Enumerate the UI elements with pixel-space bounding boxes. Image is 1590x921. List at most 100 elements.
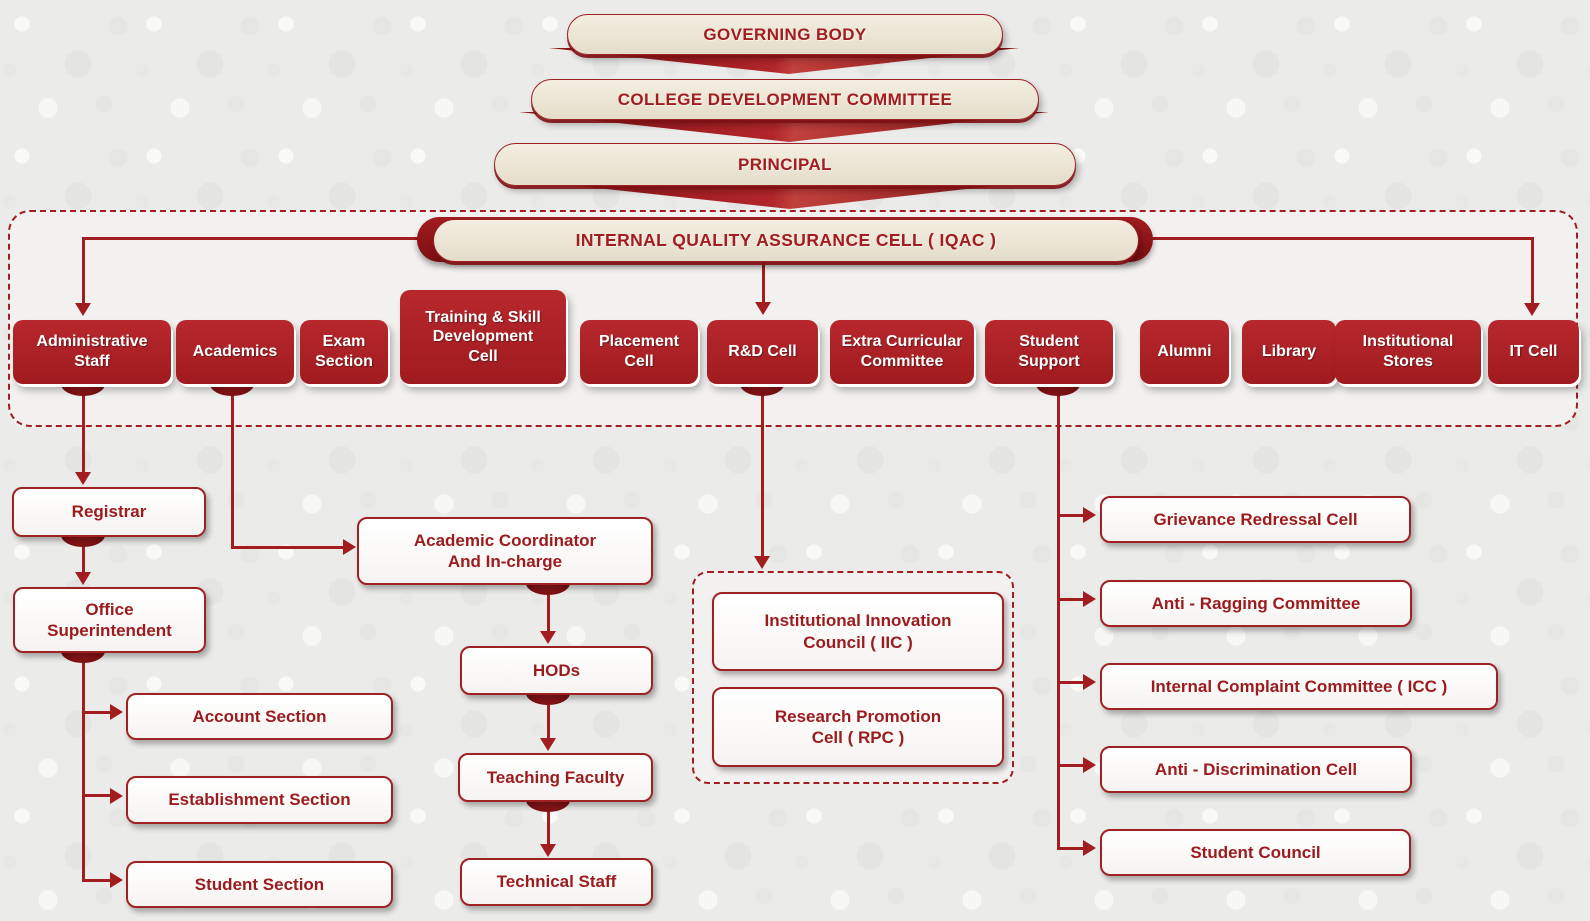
node-institutional-stores: Institutional Stores [1335, 320, 1481, 384]
node-label: Placement Cell [598, 333, 680, 370]
node-label: Technical Staff [496, 872, 617, 892]
connector-coordinator-hods [547, 595, 550, 631]
node-placement-cell: Placement Cell [580, 320, 698, 384]
connector-student-support-drop [1057, 378, 1060, 849]
node-label: Establishment Section [168, 790, 351, 810]
arrowhead-right [1083, 674, 1096, 690]
arrowhead-down [540, 738, 556, 751]
node-rpc: Research Promotion Cell ( RPC ) [712, 687, 1004, 767]
arrowhead-down [754, 556, 770, 569]
node-rd-cell: R&D Cell [707, 320, 818, 384]
arrowhead-down [755, 302, 771, 315]
node-label: GOVERNING BODY [703, 24, 867, 44]
node-library: Library [1242, 320, 1336, 384]
node-principal: PRINCIPAL [494, 143, 1076, 186]
node-it-cell: IT Cell [1488, 320, 1579, 384]
node-label: Anti - Discrimination Cell [1154, 759, 1358, 779]
node-iqac: INTERNAL QUALITY ASSURANCE CELL ( IQAC ) [433, 219, 1139, 262]
arrowhead-down [75, 303, 91, 316]
node-exam-section: Exam Section [300, 320, 388, 384]
connector-teaching-technical [547, 812, 550, 845]
connector-admin-registrar [82, 378, 85, 473]
node-internal-complaint-committee: Internal Complaint Committee ( ICC ) [1100, 663, 1498, 710]
node-academics: Academics [176, 320, 294, 384]
arrowhead-right [110, 788, 123, 804]
arrowhead-right [1083, 591, 1096, 607]
connector-iqac-left-drop [82, 237, 85, 305]
connector-branch [82, 794, 112, 797]
node-establishment-section: Establishment Section [126, 776, 393, 824]
connector-academics-drop [231, 378, 234, 548]
arrowhead-down [75, 572, 91, 585]
node-label: Office Superintendent [47, 599, 172, 640]
node-label: Grievance Redressal Cell [1153, 509, 1358, 529]
node-label: Student Council [1190, 842, 1321, 862]
node-hods: HODs [460, 646, 653, 695]
arrowhead-down [75, 472, 91, 485]
connector-branch [82, 711, 112, 714]
node-label: Academics [192, 343, 278, 361]
connector-rd-drop [761, 378, 764, 558]
node-label: Training & Skill Development Cell [425, 308, 541, 365]
node-student-section: Student Section [126, 861, 393, 908]
node-academic-coordinator: Academic Coordinator And In-charge [357, 517, 653, 585]
node-label: Exam Section [315, 333, 373, 370]
connector-branch [1057, 598, 1085, 601]
node-training-skill-development-cell: Training & Skill Development Cell [400, 290, 566, 384]
arrowhead-right [1083, 507, 1096, 523]
node-label: Alumni [1157, 343, 1212, 361]
node-technical-staff: Technical Staff [460, 858, 653, 906]
node-label: IT Cell [1509, 343, 1558, 361]
connector-registrar-office [82, 529, 85, 573]
arrowhead-right [110, 872, 123, 888]
connector-iqac-left [83, 237, 433, 240]
connector-branch [1057, 847, 1085, 850]
node-label: Student Support [1018, 333, 1080, 370]
node-label: R&D Cell [728, 343, 797, 361]
node-label: Student Section [194, 874, 325, 894]
connector-branch [1057, 764, 1085, 767]
arrowhead-down [540, 631, 556, 644]
node-student-council: Student Council [1100, 829, 1411, 876]
node-iic: Institutional Innovation Council ( IIC ) [712, 592, 1004, 671]
node-registrar: Registrar [12, 487, 206, 537]
node-label: Teaching Faculty [486, 767, 625, 787]
node-label: Administrative Staff [36, 333, 148, 370]
arrowhead-down [540, 844, 556, 857]
node-office-superintendent: Office Superintendent [13, 587, 206, 653]
node-label: Institutional Stores [1362, 333, 1454, 370]
connector-office-sections [82, 645, 85, 882]
node-grievance-redressal-cell: Grievance Redressal Cell [1100, 496, 1411, 543]
connector-academics-elbow [231, 546, 343, 549]
arrowhead-right [1083, 840, 1096, 856]
connector-branch [82, 879, 112, 882]
node-student-support: Student Support [985, 320, 1113, 384]
node-alumni: Alumni [1140, 320, 1229, 384]
connector-branch [1057, 514, 1085, 517]
node-label: HODs [532, 660, 581, 680]
node-label: Research Promotion Cell ( RPC ) [774, 706, 942, 747]
node-label: Library [1261, 343, 1317, 361]
connector-iqac-right [1137, 237, 1532, 240]
node-label: Internal Complaint Committee ( ICC ) [1150, 676, 1448, 696]
arrowhead-right [110, 704, 123, 720]
node-label: Registrar [71, 502, 147, 522]
node-label: Anti - Ragging Committee [1151, 593, 1361, 613]
connector-iqac-right-drop [1531, 237, 1534, 305]
node-label: Extra Curricular Committee [841, 333, 963, 370]
node-administrative-staff: Administrative Staff [13, 320, 171, 384]
node-label: Academic Coordinator And In-charge [413, 530, 597, 571]
node-anti-discrimination-cell: Anti - Discrimination Cell [1100, 746, 1412, 793]
node-college-development-committee: COLLEGE DEVELOPMENT COMMITTEE [531, 79, 1039, 120]
node-label: INTERNAL QUALITY ASSURANCE CELL ( IQAC ) [575, 230, 997, 250]
node-governing-body: GOVERNING BODY [567, 14, 1003, 55]
node-label: Account Section [192, 706, 327, 726]
node-teaching-faculty: Teaching Faculty [458, 753, 653, 802]
node-label: Institutional Innovation Council ( IIC ) [764, 611, 952, 652]
node-label: PRINCIPAL [738, 154, 832, 174]
arrowhead-right [343, 539, 356, 555]
node-anti-ragging-committee: Anti - Ragging Committee [1100, 580, 1412, 627]
connector-hods-teaching [547, 705, 550, 739]
node-label: COLLEGE DEVELOPMENT COMMITTEE [617, 89, 953, 109]
